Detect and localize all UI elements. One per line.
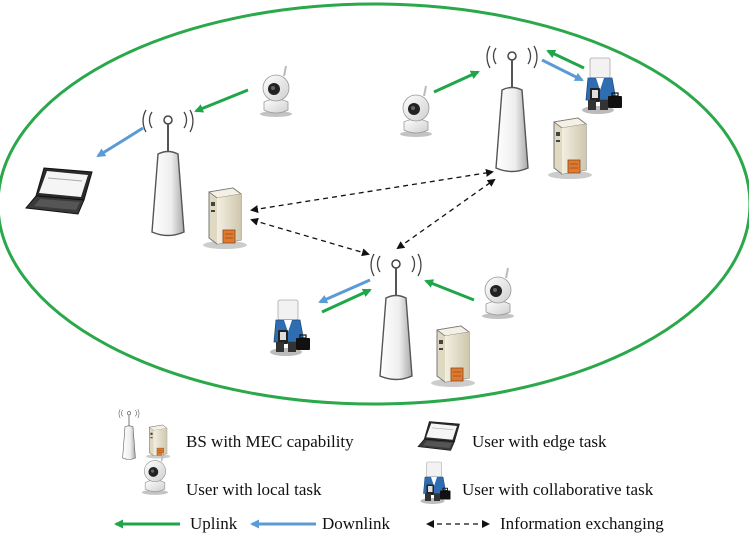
- legend-camera-icon: [141, 452, 169, 496]
- bs-tower-left: [142, 109, 194, 237]
- legend-person-icon: [420, 461, 451, 505]
- legend-bs-label: BS with MEC capability: [186, 432, 354, 451]
- legend-bs-icon: [118, 408, 140, 460]
- downlink-arrow: [541, 58, 584, 82]
- laptop-icon: [25, 167, 93, 215]
- uplink-arrow: [546, 49, 585, 70]
- server-icon-right: [547, 117, 593, 180]
- legend-edge-user-label: User with edge task: [472, 432, 607, 451]
- downlink-arrow: [96, 126, 144, 158]
- camera-icon-bottom-right: [481, 267, 515, 320]
- camera-icon-top-right: [399, 85, 433, 138]
- bs-tower-bottom: [370, 253, 422, 381]
- server-icon-bottom: [430, 325, 476, 388]
- legend-downlink-label: Downlink: [322, 514, 390, 533]
- info-exchange-arrow: [250, 217, 370, 257]
- uplink-arrow: [433, 70, 480, 94]
- legend-info-label: Information exchanging: [500, 514, 664, 533]
- bs-tower-right: [486, 45, 538, 173]
- legend-collab-user-label: User with collaborative task: [462, 480, 654, 499]
- downlink-arrow: [318, 278, 371, 304]
- info-exchange-arrow: [250, 168, 494, 214]
- person-icon-top-right: [581, 57, 623, 115]
- camera-icon-top-left: [259, 65, 293, 118]
- person-icon-bottom-left: [269, 299, 311, 357]
- uplink-arrow: [424, 279, 475, 302]
- info-exchange-arrow: [396, 178, 496, 250]
- legend-laptop-icon: [417, 421, 460, 451]
- uplink-arrow: [321, 288, 372, 314]
- legend-server-icon: [145, 424, 171, 459]
- legend-local-user-label: User with local task: [186, 480, 322, 499]
- cell-boundary: [0, 2, 749, 406]
- server-icon-left: [202, 187, 248, 250]
- uplink-arrow: [194, 88, 249, 113]
- legend-uplink-label: Uplink: [190, 514, 238, 533]
